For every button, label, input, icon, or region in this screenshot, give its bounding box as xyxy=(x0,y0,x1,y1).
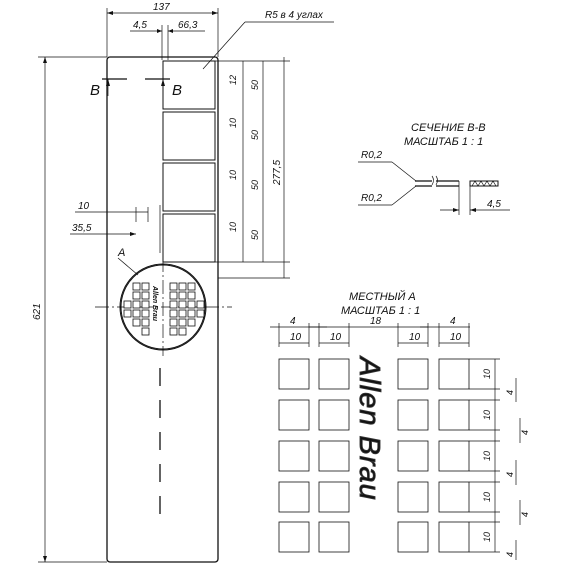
section-view: СЕЧЕНИЕ В-В МАСШТАБ 1 : 1 4,5 R0,2 R0,2 xyxy=(358,122,510,215)
dim-slot-1: 50 xyxy=(250,80,260,90)
dim-slot-2: 50 xyxy=(250,130,260,140)
detail-grid xyxy=(278,358,470,553)
dim-height-total: 621 xyxy=(32,303,43,320)
detail-row-4-a: 4 xyxy=(505,390,515,395)
radius-bottom: R0,2 xyxy=(361,193,383,204)
detail-row-4-b: 4 xyxy=(520,430,530,435)
main-view: 137 4,5 66,3 R5 в 4 углах B B xyxy=(32,2,334,563)
dim-gap-top: 12 xyxy=(228,75,238,85)
dim-gap-4: 10 xyxy=(228,222,238,232)
detail-dim-10-b: 10 xyxy=(330,332,342,343)
dim-left-35: 35,5 xyxy=(72,223,92,234)
dim-gap-2: 10 xyxy=(228,118,238,128)
detail-row-10-a: 10 xyxy=(482,369,492,379)
detail-view: МЕСТНЫЙ А МАСШТАБ 1 : 1 4 18 4 10 10 10 … xyxy=(270,290,530,560)
slot-2 xyxy=(162,111,216,161)
detail-title: МЕСТНЫЙ А xyxy=(349,290,416,303)
detail-row-10-c: 10 xyxy=(482,451,492,461)
plate-outline xyxy=(106,56,219,563)
detail-dim-10-a: 10 xyxy=(290,332,302,343)
detail-row-4-d: 4 xyxy=(520,512,530,517)
dim-slot-4: 50 xyxy=(250,230,260,240)
slot-3 xyxy=(162,162,216,212)
detail-row-10-e: 10 xyxy=(482,532,492,542)
detail-row-10-b: 10 xyxy=(482,410,492,420)
section-label-left: B xyxy=(90,82,100,99)
dim-left-10: 10 xyxy=(78,201,90,212)
section-dim: 4,5 xyxy=(487,199,501,210)
detail-dim-18: 18 xyxy=(370,316,382,327)
detail-dim-10-d: 10 xyxy=(450,332,462,343)
detail-dim-4-left: 4 xyxy=(290,316,296,327)
section-title: СЕЧЕНИЕ В-В xyxy=(411,122,486,134)
logo-small: Allen Brau xyxy=(151,285,158,322)
detail-logo: Allen Brau xyxy=(353,355,385,501)
detail-dim-10-c: 10 xyxy=(409,332,421,343)
detail-row-4-c: 4 xyxy=(505,472,515,477)
dim-slot-3: 50 xyxy=(250,180,260,190)
radius-top: R0,2 xyxy=(361,150,383,161)
dim-width-total: 137 xyxy=(153,2,170,13)
slot-4 xyxy=(162,213,216,263)
dim-offset-left: 4,5 xyxy=(133,20,147,31)
dim-gap-3: 10 xyxy=(228,170,238,180)
section-label-right: B xyxy=(172,82,182,99)
section-scale: МАСШТАБ 1 : 1 xyxy=(404,136,483,148)
detail-scale: МАСШТАБ 1 : 1 xyxy=(341,305,420,317)
dim-height-slots: 277,5 xyxy=(272,160,283,186)
detail-label: A xyxy=(117,247,125,259)
detail-row-4-e: 4 xyxy=(505,552,515,557)
slot-1 xyxy=(162,60,216,110)
detail-dim-4-right: 4 xyxy=(450,316,456,327)
detail-row-10-d: 10 xyxy=(482,492,492,502)
small-grid xyxy=(123,282,205,336)
dim-offset-right: 66,3 xyxy=(178,20,198,31)
corner-radius-note: R5 в 4 углах xyxy=(265,10,324,21)
